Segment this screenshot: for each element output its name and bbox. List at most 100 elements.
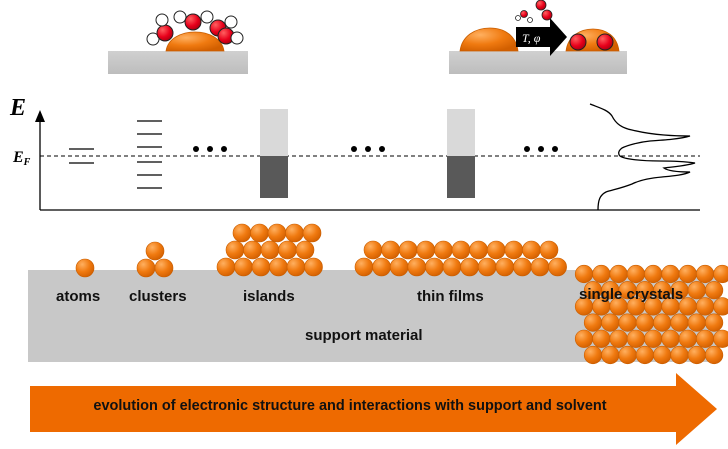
single-crystal-particles [574,264,728,365]
label-islands: islands [243,288,295,305]
island-band-unoccupied [260,109,288,156]
metal-atom [661,264,680,284]
metal-atom [574,264,594,284]
o-atom [184,13,202,31]
metal-atom [670,313,689,332]
h-atom [515,15,521,21]
metal-atom [225,240,245,260]
metal-atom [372,257,391,277]
label-thin-films: thin films [417,288,484,305]
left-particle [165,31,225,52]
condition-label: T, φ [522,31,541,45]
label-support-material: support material [305,327,423,344]
energy-axis-label: E [9,95,26,121]
metal-atom [260,240,280,260]
evolution-arrow [30,373,717,445]
h-atom [155,13,169,27]
film-band-occupied [447,156,475,198]
metal-atom [678,329,697,348]
metal-atom [644,329,663,348]
metal-atom [469,240,488,260]
metal-atom [354,257,374,277]
metal-atom [574,329,594,348]
metal-atom [486,240,506,260]
metal-atom [136,258,156,278]
metal-atom [592,329,611,348]
metal-atom [704,313,724,332]
metal-atom [583,345,603,365]
o-atom [156,24,174,42]
metal-atom [661,329,680,348]
metal-atom [269,257,288,277]
thin-film-particles [354,240,567,277]
metal-atom [398,240,418,260]
atom-particles [75,258,95,278]
fermi-level-label: EF [12,149,31,168]
o-atom [541,9,553,21]
metal-atom [286,257,306,277]
o-atom [520,10,528,18]
metal-atom [601,313,620,332]
label-single-crystals: single crystals [579,286,684,303]
energy-diagram: E EF [9,95,700,211]
metal-atom [381,240,400,260]
metal-atom [451,240,471,260]
metal-atom [267,223,287,243]
metal-atom [145,241,165,261]
support-scene [28,223,728,365]
island-band-occupied [260,156,288,198]
metal-atom [695,264,715,284]
h-atom [200,10,214,24]
metal-atom [539,240,559,260]
condition-arrow [516,18,567,56]
metal-atom [216,257,236,277]
metal-atom [243,240,262,260]
metal-atom [302,223,322,243]
metal-atom [389,257,409,277]
metal-atom [653,313,672,332]
metal-atom [687,313,706,332]
ellipsis-dots [193,146,227,152]
metal-atom [434,240,453,260]
adsorbed-o-atom [569,33,587,51]
metal-atom [278,240,297,260]
metal-atom [295,240,315,260]
metal-atom [618,313,637,332]
metal-atom [363,240,383,260]
metal-atom [75,258,95,278]
h-atom [527,17,533,23]
island-particles [216,223,323,277]
density-of-states-curve [589,103,696,211]
energy-axis-arrowhead [35,110,45,122]
metal-atom [232,223,252,243]
right-support-slab [449,51,627,74]
metal-atom [583,313,603,332]
metal-atom [601,345,620,365]
ellipsis-dots [524,146,558,152]
h-atom [173,10,187,24]
evolution-arrow-label: evolution of electronic structure and in… [93,398,607,414]
label-atoms: atoms [56,288,101,305]
metal-atom [687,345,706,365]
metal-atom [704,345,724,365]
label-clusters: clusters [129,288,187,305]
metal-atom [644,264,663,284]
metal-atom [635,313,655,332]
metal-atom [504,240,524,260]
metal-atom [304,257,323,277]
metal-atom [425,257,444,277]
metal-atom [548,257,567,277]
metal-atom [495,257,515,277]
right-reaction-scene: T, φ [449,0,627,74]
left-support-slab [108,51,248,74]
h-atom [230,31,244,45]
metal-atom [251,257,271,277]
metal-atom [416,240,436,260]
metal-atom [713,329,728,348]
metal-atom [713,264,728,284]
metal-atom [695,329,715,348]
metal-atom [626,264,646,284]
metal-atom [635,345,655,365]
metal-atom [522,240,541,260]
metal-atom [460,257,479,277]
